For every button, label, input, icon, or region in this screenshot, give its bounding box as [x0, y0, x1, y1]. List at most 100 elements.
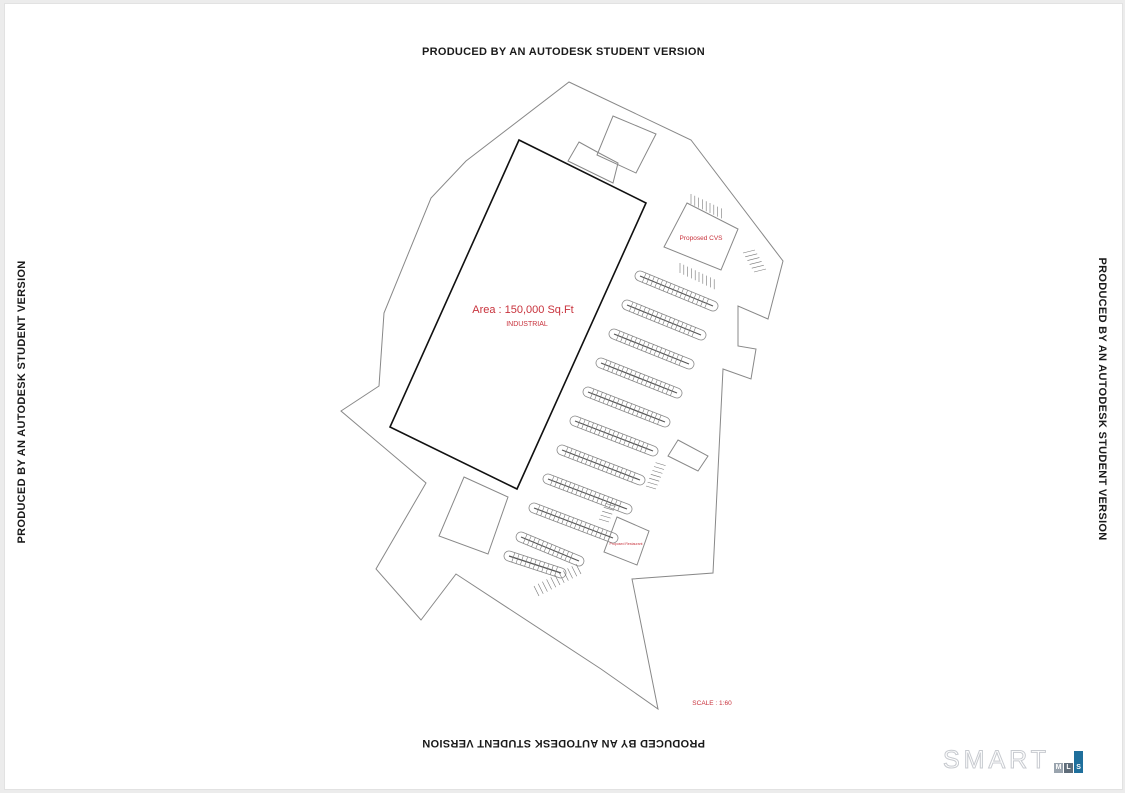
- parking-stall: [649, 477, 660, 482]
- accessory-building: [567, 141, 619, 184]
- parking-stall: [641, 307, 646, 317]
- site-plan: Area : 150,000 Sq.Ft INDUSTRIAL Proposed…: [340, 81, 784, 711]
- parking-island: [582, 386, 671, 428]
- parking-stall: [749, 261, 762, 265]
- parking-stall: [577, 417, 582, 428]
- logo-text: SMART: [942, 746, 1051, 774]
- parking-stall: [581, 419, 586, 430]
- parking-stall: [563, 570, 569, 581]
- parking-stall: [594, 390, 599, 401]
- parking-row: [561, 449, 641, 481]
- parking-stall: [602, 427, 607, 438]
- parking-stall: [527, 535, 532, 546]
- parking-stall: [604, 496, 609, 507]
- parking-stall: [540, 506, 545, 516]
- parking-stall: [522, 533, 528, 544]
- accessory-building: [596, 115, 657, 174]
- parking-stall: [678, 355, 683, 366]
- parking-stall: [645, 308, 651, 319]
- parking-stall: [578, 520, 583, 531]
- parking-stall: [541, 562, 546, 573]
- parking-stall: [515, 553, 520, 564]
- parking-stall: [558, 479, 563, 489]
- logo-box: M: [1054, 763, 1064, 773]
- parking-stall: [611, 363, 616, 373]
- parking-stall: [645, 485, 657, 490]
- parking-stall: [597, 459, 602, 470]
- parking-stall: [542, 581, 548, 592]
- parking-stall: [589, 422, 594, 433]
- parking-stall: [628, 335, 633, 346]
- parking-stall: [653, 345, 658, 356]
- parking-stall: [657, 381, 662, 391]
- parking-stall: [618, 467, 623, 478]
- parking-island: [634, 270, 719, 312]
- parking-stall: [565, 515, 570, 526]
- parking-stall: [557, 512, 562, 523]
- parking-island: [515, 531, 585, 567]
- parking-stall: [582, 522, 587, 532]
- parking-stall: [616, 330, 621, 341]
- parking-stall: [606, 429, 611, 439]
- parking-stall: [653, 379, 658, 390]
- parking-stall: [654, 278, 659, 288]
- parking-stall: [571, 566, 578, 577]
- parking-stall: [572, 450, 577, 460]
- parking-area: [503, 194, 767, 597]
- parking-stall: [662, 315, 667, 325]
- parking-stall: [747, 257, 760, 261]
- parking-stall: [545, 563, 550, 574]
- parking-stall: [662, 281, 668, 292]
- parking-stall: [674, 354, 679, 364]
- parking-stall: [627, 403, 633, 414]
- parking-stall: [598, 425, 603, 436]
- parking-stall: [647, 481, 658, 486]
- parking-stall: [528, 558, 533, 568]
- parking-stall: [550, 475, 555, 486]
- restaurant-building: [603, 516, 650, 566]
- industrial-building: [388, 138, 648, 491]
- parking-stall: [649, 310, 655, 320]
- parking-stall: [632, 371, 637, 381]
- parking-stall: [539, 540, 544, 551]
- parking-stall: [627, 471, 632, 481]
- parking-stall: [666, 350, 671, 361]
- parking-stall: [665, 384, 671, 395]
- parking-stall: [624, 334, 629, 344]
- parking-stall: [549, 565, 554, 575]
- parking-stall: [670, 352, 675, 363]
- parking-stall: [606, 395, 612, 405]
- parking-stall: [646, 274, 651, 285]
- parking-stall: [691, 293, 697, 303]
- parking-stall: [704, 298, 709, 309]
- parking-island: [621, 299, 707, 341]
- parking-stall: [623, 435, 628, 446]
- parking-stall: [632, 405, 637, 415]
- parking-island: [528, 502, 619, 544]
- parking-stall: [627, 437, 632, 447]
- parking-stall: [601, 461, 607, 471]
- parking-stall: [687, 325, 692, 336]
- parking-island: [542, 473, 633, 515]
- parking-stall: [636, 339, 642, 349]
- parking-stall: [599, 528, 604, 539]
- parking-stall: [631, 472, 636, 483]
- parking-stall: [649, 378, 654, 388]
- parking-stall: [524, 556, 528, 567]
- parking-stall: [531, 537, 536, 547]
- parking-stall: [628, 369, 633, 380]
- parking-stall: [700, 296, 705, 307]
- parking-stall: [610, 464, 615, 475]
- parking-stall: [561, 514, 566, 524]
- parking-stall: [535, 539, 540, 549]
- parking-stall: [579, 486, 584, 497]
- parking-stall: [640, 442, 645, 452]
- parking-stall: [650, 276, 655, 286]
- parking-stall: [629, 301, 634, 312]
- parking-stall: [631, 438, 636, 449]
- parking-stall: [635, 440, 641, 451]
- parking-stall: [687, 291, 693, 302]
- parking-stall: [652, 413, 658, 423]
- parking-stall: [641, 272, 647, 283]
- parking-stall: [619, 400, 624, 410]
